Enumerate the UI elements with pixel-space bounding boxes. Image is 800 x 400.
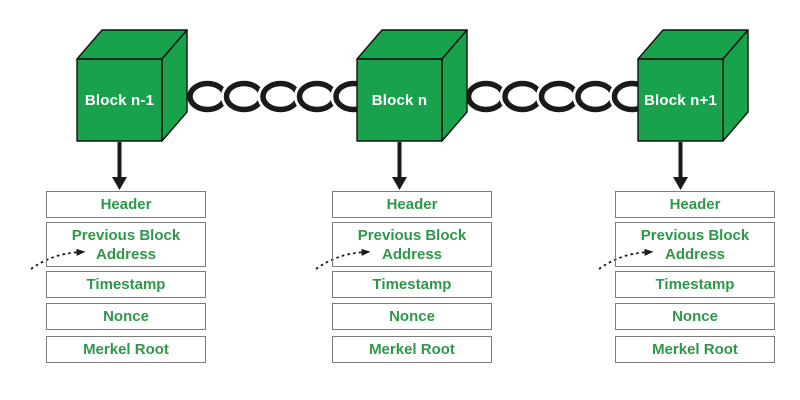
chain-link xyxy=(572,78,619,115)
chain-right xyxy=(463,78,655,115)
block-cube-n xyxy=(356,29,468,142)
chain-link xyxy=(536,78,582,115)
arrowhead-icon xyxy=(392,177,407,190)
arrowhead-icon xyxy=(112,177,127,190)
field-box-timestamp: Timestamp xyxy=(332,271,492,298)
down-arrow-right xyxy=(673,142,688,190)
field-box-header: Header xyxy=(615,191,775,218)
field-box-timestamp: Timestamp xyxy=(615,271,775,298)
chain-link xyxy=(221,78,267,115)
chain-link xyxy=(499,78,546,115)
field-box-nonce: Nonce xyxy=(332,303,492,330)
block-label: Block n xyxy=(371,91,428,109)
chain-left xyxy=(184,78,377,115)
field-box-prev-address: Previous Block Address xyxy=(332,222,492,267)
cube-front-face xyxy=(76,58,163,142)
field-box-header: Header xyxy=(46,191,206,218)
down-arrow-left xyxy=(112,142,127,190)
prev-address-pointer-arrow xyxy=(598,248,654,270)
chain-link xyxy=(463,78,509,115)
chain-link xyxy=(184,78,231,115)
field-box-merkel-root: Merkel Root xyxy=(46,336,206,363)
field-box-nonce: Nonce xyxy=(615,303,775,330)
field-box-nonce: Nonce xyxy=(46,303,206,330)
chain-link xyxy=(257,78,304,115)
arrowhead-icon xyxy=(673,177,688,190)
prev-address-pointer-arrow xyxy=(315,248,371,270)
field-box-header: Header xyxy=(332,191,492,218)
block-label: Block n+1 xyxy=(643,91,718,109)
chain-link xyxy=(294,78,340,115)
field-box-timestamp: Timestamp xyxy=(46,271,206,298)
block-cube-n-plus-1 xyxy=(637,29,749,142)
field-box-prev-address: Previous Block Address xyxy=(46,222,206,267)
field-box-prev-address: Previous Block Address xyxy=(615,222,775,267)
cube-front-face xyxy=(637,58,724,142)
cube-front-face xyxy=(356,58,443,142)
down-arrow-middle xyxy=(392,142,407,190)
field-box-merkel-root: Merkel Root xyxy=(332,336,492,363)
block-cube-n-minus-1 xyxy=(76,29,188,142)
block-label: Block n-1 xyxy=(84,91,155,109)
prev-address-pointer-arrow xyxy=(30,248,86,270)
field-box-merkel-root: Merkel Root xyxy=(615,336,775,363)
